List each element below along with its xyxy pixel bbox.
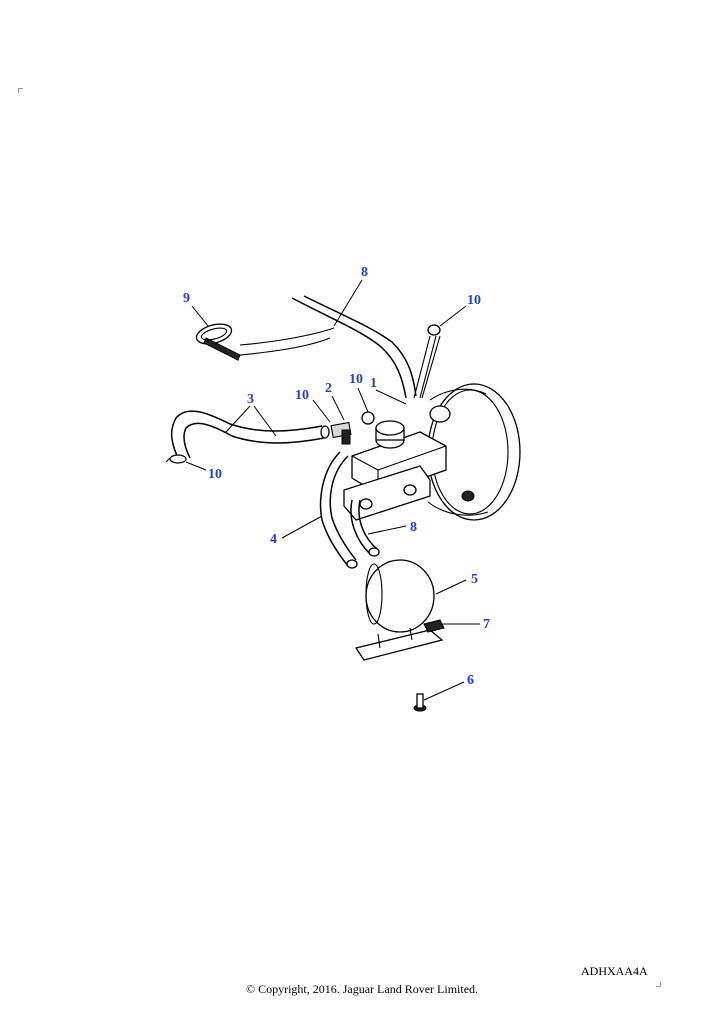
callout-8-lower: 8 bbox=[410, 520, 417, 535]
hose-clip-top bbox=[413, 324, 441, 399]
callout-4: 4 bbox=[270, 532, 277, 547]
copyright-notice: © Copyright, 2016. Jaguar Land Rover Lim… bbox=[245, 982, 479, 996]
leader-lines bbox=[185, 279, 480, 701]
callout-10-mid: 10 bbox=[295, 388, 309, 403]
hose-part-4 bbox=[319, 451, 358, 569]
callout-2: 2 bbox=[325, 381, 332, 396]
vacuum-reservoir-part bbox=[354, 559, 444, 661]
corner-mark-top-left bbox=[18, 88, 23, 93]
hose-part-8-lower bbox=[350, 499, 380, 557]
cable-tie-part bbox=[195, 323, 241, 361]
callout-7: 7 bbox=[483, 617, 490, 632]
vacuum-pipe-upper bbox=[231, 295, 417, 399]
callout-1: 1 bbox=[370, 376, 377, 391]
callout-6: 6 bbox=[467, 673, 474, 688]
corner-mark-bottom-right bbox=[656, 982, 661, 987]
check-valve-part bbox=[330, 411, 375, 445]
callout-8-upper: 8 bbox=[361, 265, 368, 280]
callout-9: 9 bbox=[183, 291, 190, 306]
nut-part bbox=[423, 619, 445, 633]
screw-part bbox=[413, 693, 427, 712]
master-cylinder-part bbox=[343, 420, 447, 521]
callout-10-right: 10 bbox=[349, 372, 363, 387]
brake-servo-part bbox=[427, 383, 521, 521]
callout-5: 5 bbox=[471, 572, 478, 587]
hose-part-3 bbox=[170, 410, 330, 463]
callout-labels: 8 9 10 3 10 2 10 1 10 4 8 5 7 6 bbox=[183, 265, 490, 688]
diagram-reference-code: ADHXAA4A bbox=[581, 964, 648, 978]
callout-3: 3 bbox=[247, 392, 254, 407]
callout-10-top: 10 bbox=[467, 293, 481, 308]
hose-clip-left bbox=[165, 454, 187, 464]
callout-10-left: 10 bbox=[208, 467, 222, 482]
